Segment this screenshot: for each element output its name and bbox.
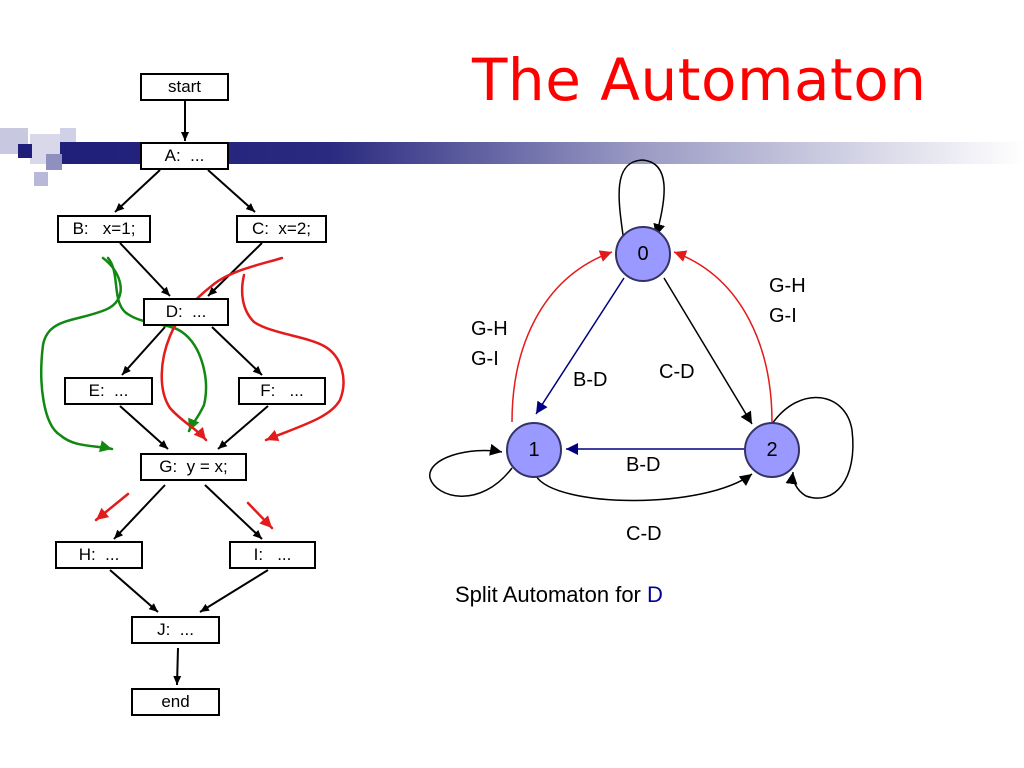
edge-0-to-1-bd bbox=[535, 277, 625, 415]
label-right-gh: G-H bbox=[769, 275, 806, 297]
node-f: F: ... bbox=[238, 377, 326, 405]
automaton-caption: Split Automaton for D bbox=[455, 582, 663, 608]
edge-2-to-0-gh-gi bbox=[673, 250, 773, 423]
band-square bbox=[34, 172, 48, 186]
automaton-state-1: 1 bbox=[506, 422, 562, 478]
edge-0-to-1-gh-gi bbox=[511, 250, 613, 423]
automaton-state-0: 0 bbox=[615, 226, 671, 282]
band-bar bbox=[60, 142, 1024, 164]
node-b: B: x=1; bbox=[57, 215, 151, 243]
self-loop-state-1 bbox=[429, 443, 513, 497]
node-j: J: ... bbox=[131, 616, 220, 644]
label-bd-diagonal: B-D bbox=[573, 369, 608, 391]
label-cd-diagonal: C-D bbox=[659, 361, 695, 383]
red-path-center bbox=[160, 256, 284, 442]
node-a: A: ... bbox=[140, 142, 229, 170]
edge-g-h bbox=[113, 484, 166, 540]
edge-j-end bbox=[173, 647, 182, 686]
node-end: end bbox=[131, 688, 220, 716]
edge-e-g bbox=[119, 405, 169, 450]
edge-1-to-2-cd bbox=[535, 473, 753, 502]
node-h: H: ... bbox=[55, 541, 143, 569]
band-square bbox=[18, 144, 32, 158]
red-arrow-gi bbox=[246, 501, 274, 530]
label-cd-bottom: C-D bbox=[626, 523, 662, 545]
node-start: start bbox=[140, 73, 229, 101]
edge-d-f bbox=[211, 326, 263, 376]
red-path-right bbox=[240, 273, 345, 442]
edge-0-to-2-cd bbox=[663, 277, 753, 425]
red-arrow-gh bbox=[94, 492, 130, 522]
label-bd-bottom: B-D bbox=[626, 454, 661, 476]
edge-d-e bbox=[121, 326, 166, 376]
band-square bbox=[46, 154, 62, 170]
edge-i-j bbox=[199, 569, 269, 613]
edge-f-g bbox=[217, 405, 269, 450]
self-loop-state-0 bbox=[618, 159, 665, 243]
caption-text: Split Automaton for bbox=[455, 582, 647, 607]
title-band bbox=[0, 128, 1024, 186]
band-square bbox=[60, 128, 76, 142]
edge-a-c bbox=[207, 169, 256, 213]
edge-c-d bbox=[207, 242, 263, 297]
node-d: D: ... bbox=[143, 298, 229, 326]
label-left-gh: G-H bbox=[471, 318, 508, 340]
automaton-state-2: 2 bbox=[744, 422, 800, 478]
green-path-center bbox=[106, 256, 208, 433]
node-i: I: ... bbox=[229, 541, 316, 569]
caption-highlight: D bbox=[647, 582, 663, 607]
edge-h-j bbox=[109, 569, 159, 613]
label-left-gi: G-I bbox=[471, 348, 499, 370]
edge-g-i bbox=[204, 484, 263, 540]
node-c: C: x=2; bbox=[236, 215, 327, 243]
edge-b-d bbox=[119, 242, 171, 297]
self-loop-state-2 bbox=[771, 396, 854, 499]
node-g: G: y = x; bbox=[140, 453, 247, 481]
slide-title: The Automaton bbox=[472, 46, 927, 114]
label-right-gi: G-I bbox=[769, 305, 797, 327]
node-e: E: ... bbox=[64, 377, 153, 405]
edge-a-b bbox=[114, 169, 161, 213]
